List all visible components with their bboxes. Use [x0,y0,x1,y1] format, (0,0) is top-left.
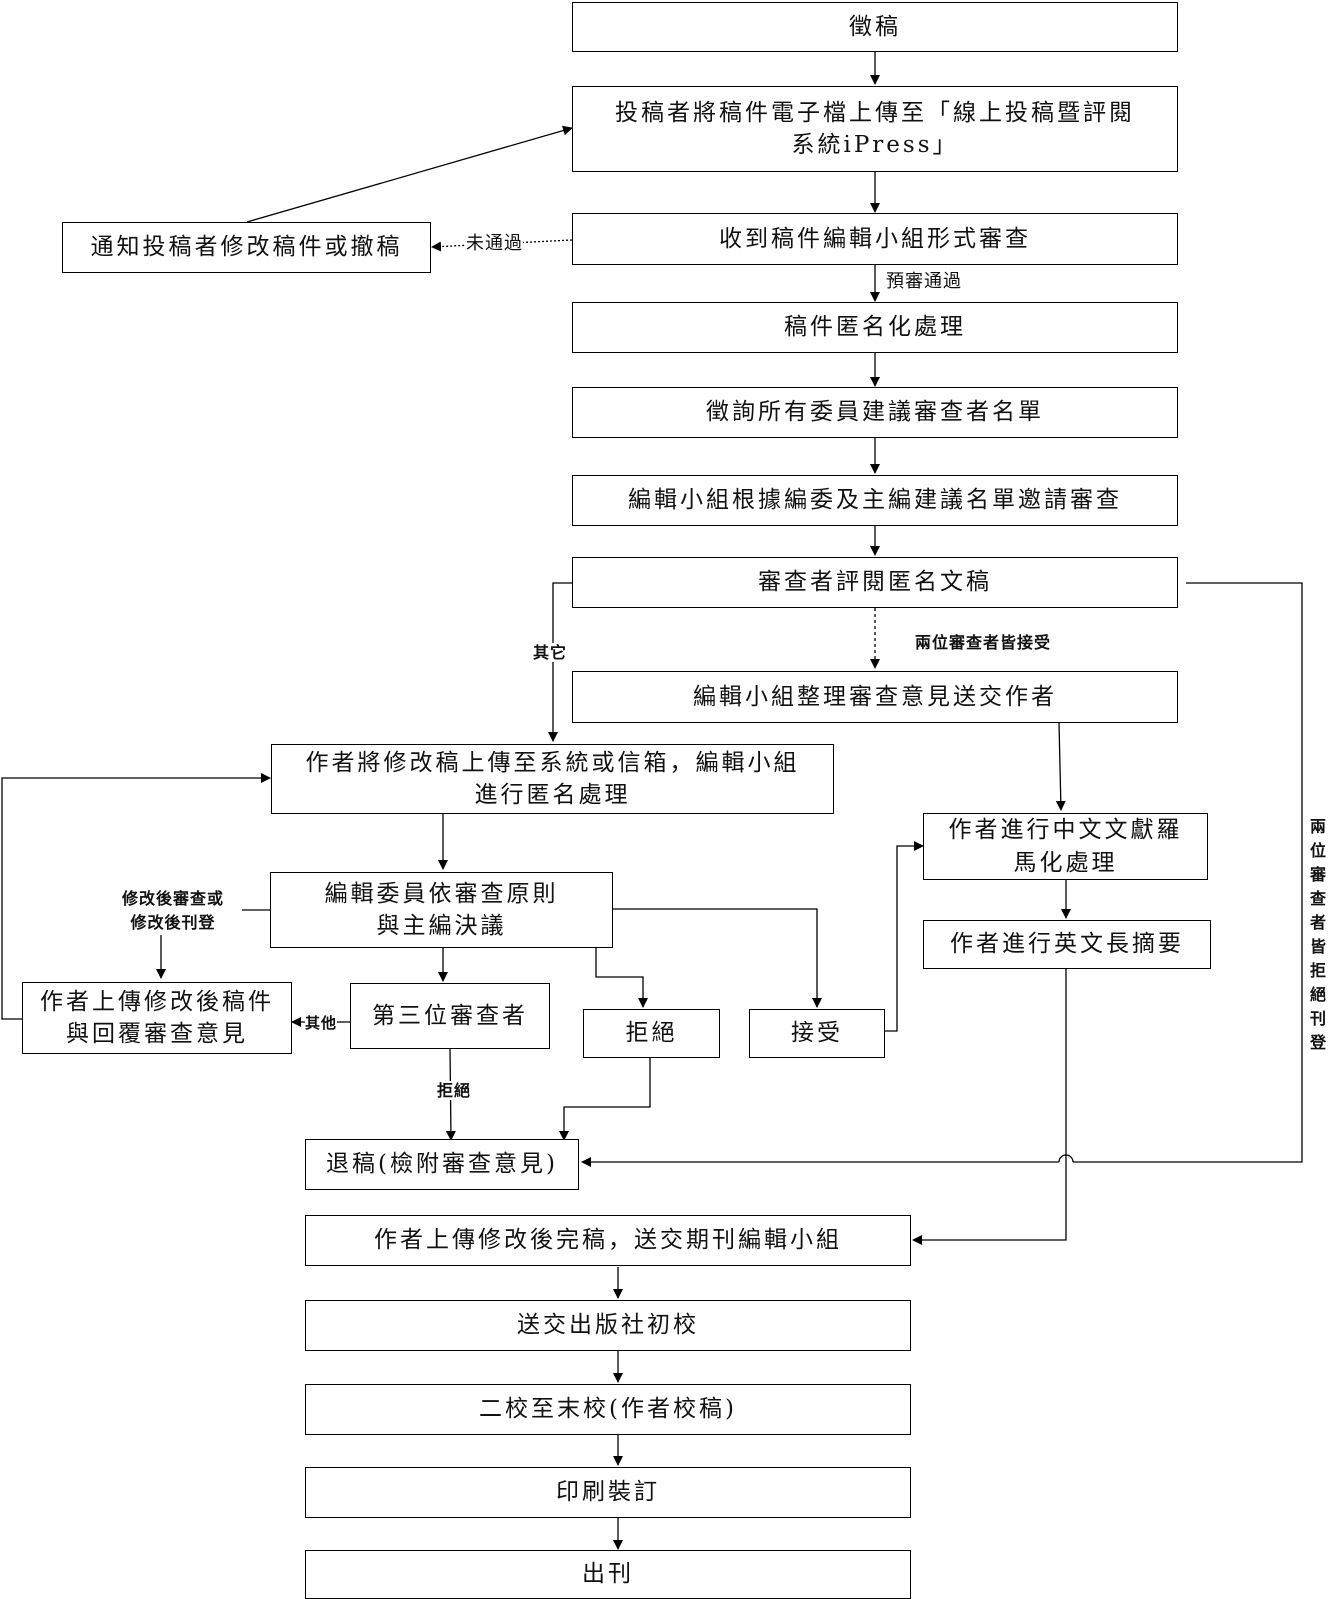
node-english-abstract: 作者進行英文長摘要 [923,920,1211,969]
label-third-reject: 拒絕 [437,1081,472,1101]
node-anonymize: 稿件匿名化處理 [572,302,1178,353]
edge-decision-to-reject [595,948,648,1008]
edge-reply-loop-back [1,773,271,1020]
node-third-reviewer: 第三位審查者 [350,983,550,1049]
node-solicit-reviewer-list: 徵詢所有委員建議審查者名單 [572,387,1178,438]
node-reject: 拒絕 [583,1009,720,1058]
node-second-to-final-proof: 二校至末校(作者校稿) [305,1384,911,1435]
node-first-proof: 送交出版社初校 [305,1300,911,1351]
node-call-for-papers: 徵稿 [572,2,1178,52]
label-both-reject: 兩 位 審 查 者 皆 拒 絕 刊 登 [1308,815,1328,1055]
node-printing: 印刷裝訂 [305,1467,911,1518]
edge-decision-to-accept [611,908,822,1008]
label-both-accept: 兩位審查者皆接受 [915,633,1052,653]
node-format-review: 收到稿件編輯小組形式審查 [572,213,1178,265]
edge-evaluate-other [548,582,572,742]
node-compile-comments: 編輯小組整理審查意見送交作者 [572,671,1178,723]
node-author-upload-reply: 作者上傳修改後稿件 與回覆審查意見 [22,982,292,1054]
edge-abstract-to-final [912,969,1067,1245]
edge-reject-to-rejection [559,1058,651,1141]
label-revise-review-or-publish: 修改後審查或 修改後刊登 [122,887,225,935]
node-final-manuscript: 作者上傳修改後完稿，送交期刊編輯小組 [305,1215,911,1266]
node-reviewers-evaluate: 審查者評閱匿名文稿 [572,557,1178,608]
edge-accept-to-romanization [885,841,924,1032]
label-other: 其它 [533,643,568,663]
edge-compile-to-romanization [1055,722,1066,811]
edge-both-reject [1073,582,1303,1163]
node-author-upload-revision: 作者將修改稿上傳至系統或信箱，編輯小組 進行匿名處理 [271,744,834,814]
edge-notify-to-upload [246,125,573,223]
label-pre-review-passed: 預審通過 [886,271,962,293]
node-publication: 出刊 [305,1550,911,1599]
node-notify-revise-or-withdraw: 通知投稿者修改稿件或撤稿 [62,222,431,273]
node-editorial-decision: 編輯委員依審查原則 與主編決議 [270,872,613,948]
node-rejection-with-comments: 退稿(檢附審查意見) [305,1139,579,1190]
label-not-passed: 未通過 [466,233,523,255]
label-others: 其他 [305,1014,338,1032]
edge-not-passed [431,239,573,252]
node-romanization: 作者進行中文文獻羅 馬化處理 [923,813,1208,880]
node-upload-to-ipress: 投稿者將稿件電子檔上傳至「線上投稿暨評閱 系統iPress」 [572,86,1178,172]
node-accept: 接受 [749,1009,885,1058]
node-invite-reviewers: 編輯小組根據編委及主編建議名單邀請審查 [572,475,1178,526]
